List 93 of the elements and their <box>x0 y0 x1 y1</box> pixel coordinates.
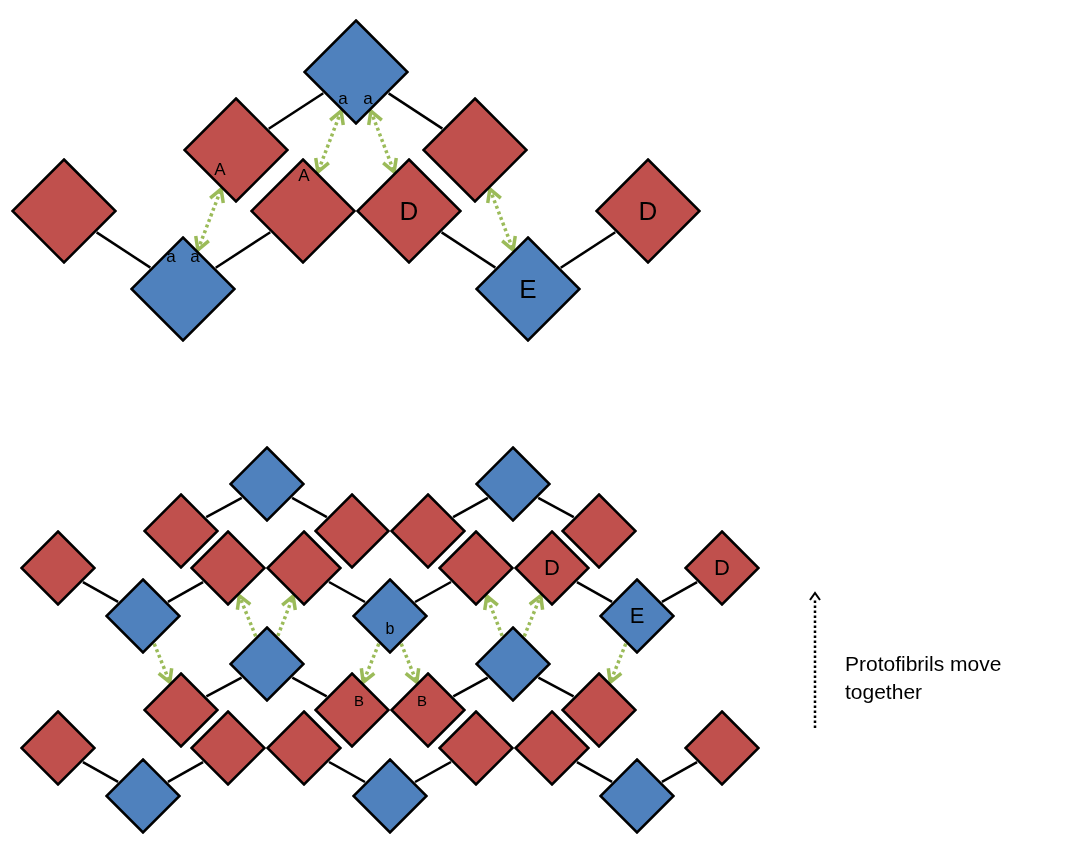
node-label: A <box>298 166 310 184</box>
connector-line <box>205 676 243 698</box>
connector-line <box>167 761 204 783</box>
diamond-node <box>599 578 675 654</box>
diamond-node <box>143 672 219 748</box>
node-label: D <box>714 557 730 579</box>
node-label: D <box>544 557 560 579</box>
dotted-arrow <box>276 594 298 637</box>
annotation-text: Protofibrils move together <box>845 651 1003 705</box>
dotted-arrow <box>235 594 258 637</box>
dotted-arrow <box>522 594 545 637</box>
connector-line <box>387 92 444 130</box>
dotted-arrow <box>152 643 174 684</box>
diamond-node <box>684 710 760 786</box>
node-label: a <box>190 247 200 265</box>
diamond-node <box>266 710 342 786</box>
diamond-node <box>229 446 305 522</box>
connector-line <box>215 231 271 269</box>
node-label: b <box>385 621 395 637</box>
diamond-node <box>352 758 428 834</box>
connector-line <box>537 676 575 698</box>
diamond-node <box>599 758 675 834</box>
connector-line <box>576 761 613 783</box>
node-label: E <box>629 605 645 627</box>
dotted-arrow <box>359 643 381 684</box>
connector-line <box>328 760 366 784</box>
node-label: D <box>399 198 419 224</box>
diamond-node <box>303 19 409 125</box>
dotted-arrow <box>314 109 345 174</box>
diamond-node <box>250 158 356 264</box>
diamond-node <box>561 493 637 569</box>
connector-line <box>537 496 575 519</box>
node-label: a <box>338 89 348 107</box>
diamond-node <box>229 626 305 702</box>
diamond-node <box>314 493 390 569</box>
dotted-arrow <box>482 594 504 637</box>
diamond-node <box>20 530 96 606</box>
diamond-node <box>514 710 590 786</box>
diamond-node <box>595 158 701 264</box>
dotted-arrow <box>367 109 398 174</box>
diamond-node <box>11 158 117 264</box>
connector-line <box>440 231 497 269</box>
dotted-arrow <box>399 643 421 684</box>
connector-line <box>576 581 613 603</box>
connector-line <box>205 496 243 519</box>
connector-line <box>661 581 698 603</box>
node-label: B <box>354 692 364 708</box>
diamond-node <box>390 672 466 748</box>
connector-line <box>661 761 698 783</box>
diamond-node <box>20 710 96 786</box>
connector-line <box>414 580 452 604</box>
diamond-node <box>314 672 390 748</box>
node-label: B <box>417 692 427 708</box>
diamond-node <box>475 626 551 702</box>
dotted-arrow <box>486 187 517 252</box>
diamond-node <box>183 97 289 203</box>
diamond-node <box>475 236 581 342</box>
dotted-arrow <box>194 187 225 252</box>
diamond-node <box>105 578 181 654</box>
diamond-node <box>130 236 236 342</box>
connector-line <box>452 676 489 698</box>
node-label: D <box>638 198 658 224</box>
node-label: a <box>166 247 176 265</box>
diamond-node <box>438 710 514 786</box>
node-label: E <box>519 276 537 302</box>
diamond-node <box>561 672 637 748</box>
dotted-arrow <box>606 643 628 684</box>
diamond-node <box>266 530 342 606</box>
connector-line <box>167 581 204 603</box>
connector-line <box>82 581 119 603</box>
diamond-node <box>514 530 590 606</box>
diamond-node <box>143 493 219 569</box>
connector-line <box>268 92 324 130</box>
connector-line <box>452 496 489 519</box>
diamond-node <box>356 158 462 264</box>
diamond-node <box>190 710 266 786</box>
connector-line <box>560 231 616 269</box>
diamond-node <box>352 578 428 654</box>
connector-line <box>414 760 452 784</box>
diamond-node <box>684 530 760 606</box>
node-label: a <box>363 89 373 107</box>
connector-line <box>328 580 366 604</box>
connector-line <box>291 676 328 698</box>
connector-line <box>82 761 119 783</box>
diamond-node <box>105 758 181 834</box>
diamond-node <box>475 446 551 522</box>
connector-line <box>291 496 328 519</box>
connector-line <box>95 231 152 269</box>
diamond-node <box>438 530 514 606</box>
diamond-node <box>422 97 528 203</box>
diamond-node <box>390 493 466 569</box>
node-label: A <box>214 160 226 178</box>
diamond-node <box>190 530 266 606</box>
